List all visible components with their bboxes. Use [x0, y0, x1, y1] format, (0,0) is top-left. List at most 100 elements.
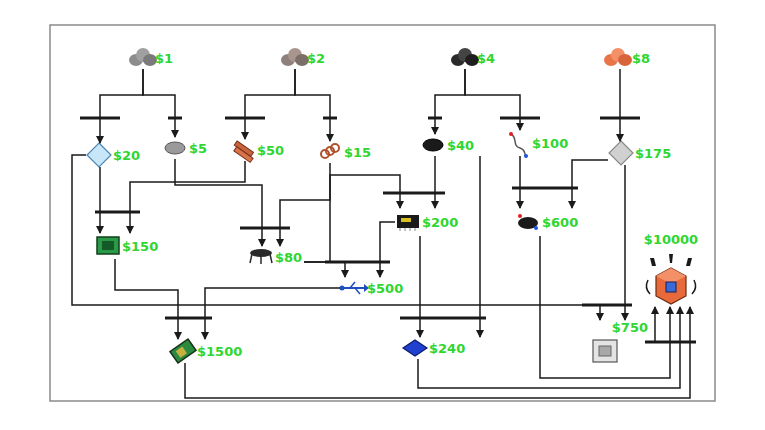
flow-connector: [479, 156, 481, 337]
price-label: $5: [189, 141, 207, 156]
chip-icon: [397, 215, 419, 231]
coil-icon: [321, 144, 339, 158]
item-node: $1: [128, 47, 180, 69]
trampoline-icon: [250, 249, 272, 264]
casing-icon: [593, 340, 617, 362]
crystal-icon: [609, 141, 633, 165]
circuit-card-icon: [170, 339, 196, 363]
item-node: $2: [280, 47, 332, 69]
price-label: $100: [532, 136, 568, 151]
disc-icon: [165, 142, 185, 154]
flow-connector: [280, 163, 330, 246]
item-node: $150: [95, 233, 170, 259]
merge-bar: [383, 192, 445, 195]
price-label: $4: [477, 51, 495, 66]
price-label: $240: [429, 341, 465, 356]
flow-connector: [99, 167, 101, 233]
split-bar: [500, 117, 540, 120]
circuit-board-icon: [97, 237, 119, 254]
product-icon: [646, 254, 695, 304]
price-label: $80: [275, 250, 302, 265]
flow-connector: [418, 307, 680, 388]
item-node: $1500: [170, 339, 242, 363]
price-label: $175: [635, 146, 671, 161]
price-label: $40: [447, 138, 474, 153]
merge-bar: [400, 317, 486, 320]
price-label: $150: [122, 239, 158, 254]
flow-connector: [143, 69, 175, 137]
price-label: $8: [632, 51, 650, 66]
item-node: $175: [608, 141, 678, 165]
item-node: $4: [450, 47, 502, 69]
item-node: $40: [420, 134, 485, 156]
ore-icon: [451, 48, 479, 66]
flow-connector: [130, 161, 245, 233]
price-label: $1: [155, 51, 173, 66]
price-label: $500: [367, 281, 403, 296]
flow-connector: [519, 156, 521, 208]
item-node: $10000: [636, 232, 706, 307]
flow-connector: [295, 69, 330, 141]
price-label: $750: [588, 320, 648, 335]
item-node: $15: [317, 141, 372, 163]
split-bar: [225, 117, 265, 120]
plate-icon: [403, 340, 427, 356]
flow-connector: [648, 307, 655, 342]
item-node: $500: [340, 277, 410, 299]
flow-connector: [624, 165, 626, 320]
split-bar: [428, 117, 442, 120]
flow-connector: [465, 69, 520, 130]
price-label: $15: [344, 145, 371, 160]
price-label: $1500: [197, 344, 242, 359]
merge-bars: [95, 188, 696, 342]
merge-bar: [95, 211, 140, 214]
flow-connector: [572, 160, 608, 208]
ore-icon: [129, 48, 157, 66]
split-bars: [80, 117, 640, 120]
usb-icon: [340, 282, 370, 294]
price-label: $20: [113, 148, 140, 163]
item-node: $600: [515, 208, 590, 236]
item-node: $200: [395, 208, 465, 236]
item-node: $8: [605, 47, 657, 69]
flow-connector: [185, 307, 690, 398]
item-node: $100: [505, 130, 565, 156]
merge-bar: [582, 304, 632, 307]
price-label: $10000: [636, 232, 706, 247]
disc-icon: [423, 139, 443, 151]
crystal-icon: [87, 143, 111, 167]
item-node: $50: [230, 139, 285, 161]
flow-connector: [380, 222, 395, 277]
merge-bar: [240, 227, 290, 230]
flow-connector: [245, 69, 295, 139]
price-label: $50: [257, 143, 284, 158]
diagram-frame: [50, 25, 715, 401]
price-label: $200: [422, 215, 458, 230]
drone-icon: [518, 214, 538, 230]
flow-connector: [304, 175, 400, 262]
flow-connector: [434, 156, 436, 208]
wire-icon: [509, 132, 528, 158]
merge-bar: [512, 187, 578, 190]
merge-bar: [325, 261, 390, 264]
flow-connector: [72, 155, 600, 320]
merge-bar: [165, 317, 212, 320]
merge-bar: [645, 341, 696, 344]
flow-connector: [304, 262, 345, 277]
flow-connector: [100, 69, 143, 143]
price-label: $2: [307, 51, 325, 66]
split-bar: [168, 117, 182, 120]
price-label: $600: [542, 215, 578, 230]
item-node: $750: [588, 320, 648, 364]
ore-icon: [604, 48, 632, 66]
flow-connector: [175, 159, 262, 246]
flow-connector: [205, 288, 340, 339]
item-node: $5: [162, 137, 214, 159]
split-bar: [323, 117, 337, 120]
item-node: $80: [248, 246, 304, 268]
ore-icon: [281, 48, 309, 66]
